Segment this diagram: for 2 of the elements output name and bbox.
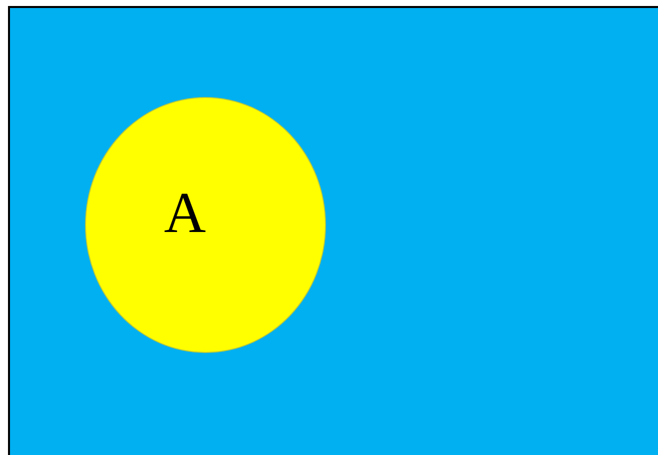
node-label: A bbox=[164, 184, 206, 242]
background-panel bbox=[8, 6, 658, 455]
